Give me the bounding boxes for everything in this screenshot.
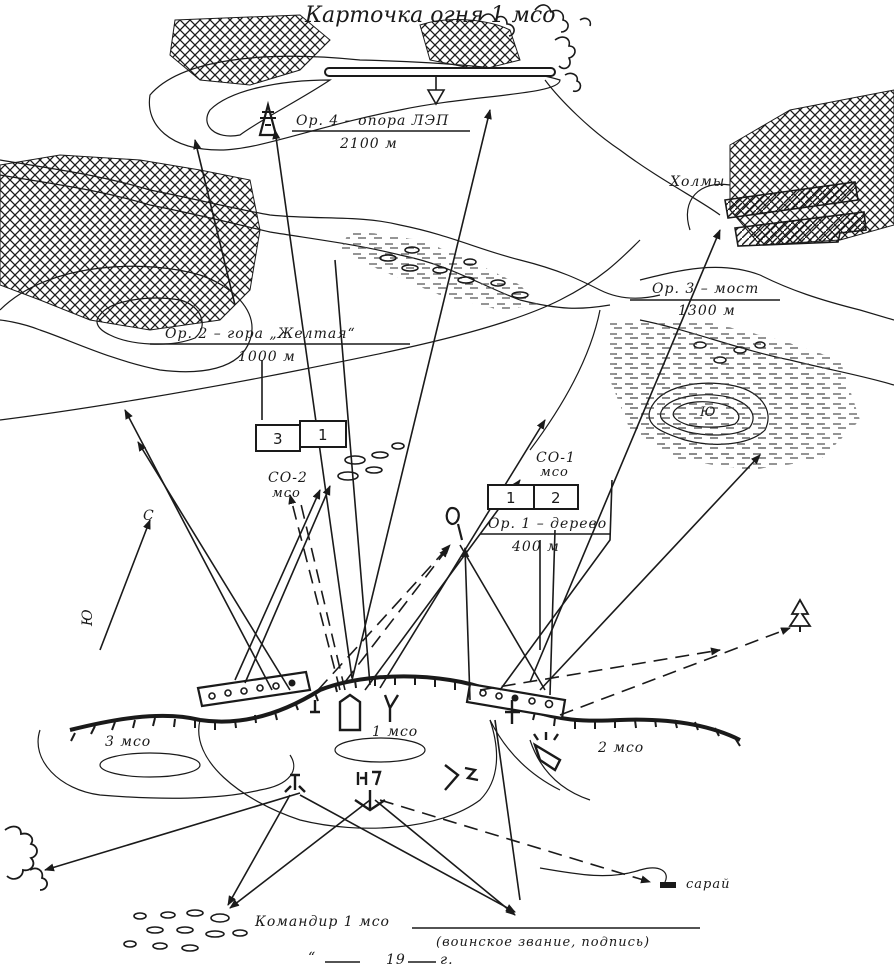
barn-path (539, 867, 667, 883)
map-title: Карточка огня 1 мсо (304, 3, 555, 28)
power-tower-icon (258, 100, 278, 137)
north-label: С (143, 508, 155, 524)
commander-label: Командир 1 мсо (254, 914, 390, 930)
barn-icon (660, 882, 676, 888)
sector-1-boxes: 1 2 (487, 484, 579, 510)
dispersal-ovals (123, 442, 405, 952)
hills-label: Холмы (669, 174, 725, 190)
landmark-3-distance: 1300 м (678, 303, 736, 319)
landmark-2-distance: 1000 м (238, 349, 296, 365)
landmark-1-distance: 400 м (511, 539, 560, 555)
sector-2-unit: мсо (272, 486, 301, 501)
rank-signature-hint: (воинское звание, подпись) (436, 935, 650, 950)
hill-shading (614, 333, 828, 460)
sector-2-name: СО-2 (268, 470, 308, 486)
sector-1-box-2: 2 (551, 489, 561, 507)
sector-1-name: СО-1 (536, 450, 576, 466)
bushes-top (479, 4, 592, 93)
landmark-3-name: Ор. 3 – мост (652, 281, 759, 297)
position-bar-right (465, 682, 567, 720)
height-label: Ю (699, 405, 717, 420)
tree-icon (445, 506, 464, 541)
power-line (324, 67, 556, 106)
barn-label: сарай (686, 877, 730, 892)
south-label: Ю (80, 608, 96, 627)
landmark-4-distance: 2100 м (339, 136, 398, 152)
landmark-4-name: Ор. 4 – опора ЛЭП (296, 113, 449, 129)
date-suffix: г. (440, 952, 454, 968)
landmark-1-name: Ор. 1 – дерево (488, 516, 607, 532)
platoon-areas (37, 719, 591, 829)
date-quote: “ (308, 950, 316, 966)
unit-3-label: 3 мсо (105, 734, 151, 750)
forest-top (169, 14, 521, 86)
spruce-icon (788, 598, 812, 632)
tactical-symbols (284, 693, 562, 812)
bushes-left (4, 825, 48, 891)
forest-left (0, 154, 261, 331)
sector-2-box-2: 1 (318, 426, 328, 444)
landmark-2-name: Ор. 2 – гора „Желтая“ (165, 326, 356, 342)
sector-2-boxes: 3 1 (255, 420, 347, 452)
unit-1-label: 1 мсо (372, 724, 418, 740)
fire-lines (44, 109, 791, 916)
sector-2-box-1: 3 (273, 430, 283, 448)
date-year: 19 (386, 952, 406, 968)
position-bar-left (196, 670, 312, 708)
hill-buildings (724, 181, 867, 247)
sector-1-unit: мсо (540, 465, 569, 480)
unit-2-label: 2 мсо (597, 740, 644, 756)
sector-1-box-1: 1 (506, 489, 516, 507)
